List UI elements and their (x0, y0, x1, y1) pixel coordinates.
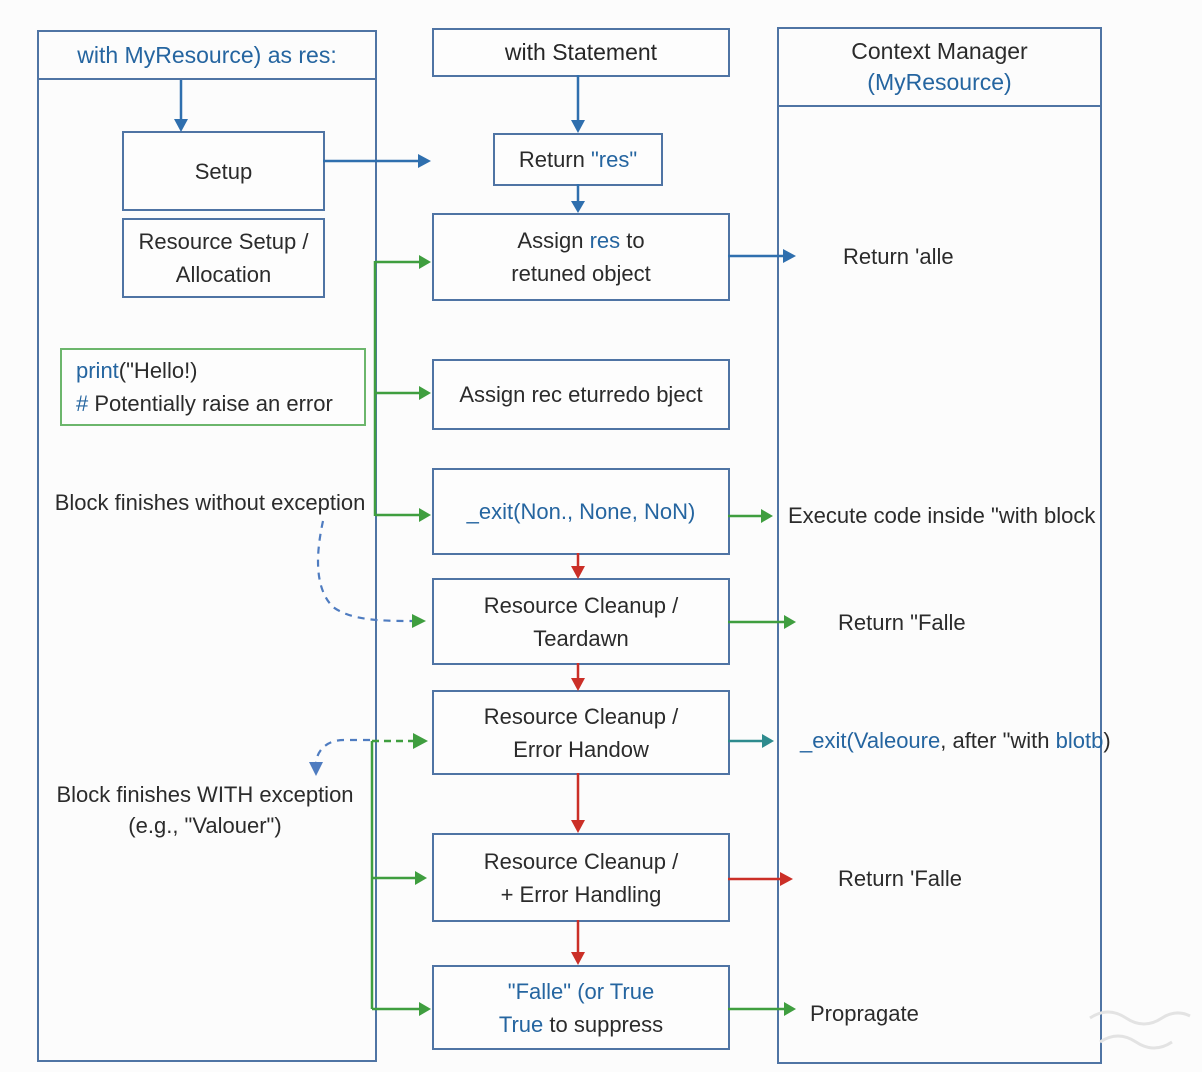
setup-label: Setup (194, 158, 253, 184)
watermark-squiggle (1089, 1010, 1191, 1050)
code-line-1: print("Hello!) (76, 354, 198, 387)
error-handow-line1: Resource Cleanup / (483, 703, 679, 729)
exit-valeoure-a: _exit(Valeoure (800, 728, 941, 753)
teardown-line1: Resource Cleanup / (483, 592, 679, 618)
teardown-box: Resource Cleanup / Teardawn (432, 578, 730, 665)
assign-res-line1: Assign res to (517, 224, 644, 257)
code-line-2: # Potentially raise an error (76, 387, 333, 420)
res-token: res (589, 228, 621, 253)
falle-line2: True to suppress (499, 1008, 663, 1041)
print-keyword: print (76, 358, 119, 383)
lane-context-manager-title: Context Manager (851, 38, 1028, 64)
lane-context-manager-header: Context Manager (MyResource) (779, 29, 1100, 107)
error-handow-line2: Error Handow (513, 736, 649, 762)
exit-valeoure-c: blotb (1055, 728, 1104, 753)
resource-setup-box: Resource Setup / Allocation (122, 218, 325, 298)
print-arg: ("Hello!) (118, 358, 198, 383)
exit-valeoure-b: , after "with (940, 728, 1056, 753)
resource-setup-line2: Allocation (175, 262, 272, 287)
error-handling-line2: + Error Handling (500, 881, 662, 907)
label-execute-code: Execute code inside "with block (788, 503, 1096, 528)
teal-arrow (728, 734, 774, 748)
comment-text: Potentially raise an error (88, 391, 333, 416)
label-exit-valeoure: _exit(Valeoure, after "with blotb) (800, 725, 1111, 756)
annotation-no-exception: Block finishes without exception (54, 490, 366, 515)
assign-rec-box: Assign rec eturredo bject (432, 359, 730, 430)
setup-box: Setup (122, 131, 325, 211)
annotation-with-exception: Block finishes WITH exception (e.g., "Va… (40, 779, 370, 841)
true-token: True (498, 1011, 544, 1037)
with-statement-title: with Statement (504, 39, 658, 65)
exit-valeoure-d: ) (1103, 728, 1111, 753)
code-snippet-box: print("Hello!) # Potentially raise an er… (60, 348, 366, 426)
falle-box: "Falle" (or True True to suppress (432, 965, 730, 1050)
suppress-text: to suppress (543, 1011, 664, 1037)
teardown-line2: Teardawn (533, 625, 629, 651)
assign-res-line2: retuned object (511, 261, 651, 286)
lane-context-manager: Context Manager (MyResource) (777, 27, 1102, 1064)
lane-with-resource-header: with MyResource) as res: (39, 32, 375, 80)
error-handling-box: Resource Cleanup / + Error Handling (432, 833, 730, 922)
return-res-label: Return "res" (519, 143, 637, 176)
resource-setup-line1: Resource Setup / (138, 229, 309, 254)
return-res-value: "res" (590, 147, 638, 172)
to-word: to (620, 228, 645, 253)
assign-word: Assign (517, 228, 590, 253)
label-return-falle-2: Return 'Falle (838, 866, 963, 891)
comment-hash: # (76, 391, 89, 416)
lane-context-manager-subtitle: (MyResource) (867, 69, 1012, 95)
falle-line1: "Falle" (or True (507, 978, 655, 1004)
assign-res-box: Assign res to retuned object (432, 213, 730, 301)
with-exception-line2: (e.g., "Valouer") (128, 813, 282, 838)
label-return-alle: Return 'alle (843, 244, 954, 269)
exit-none-label: _exit(Non., None, NoN) (466, 499, 696, 524)
return-res-word: Return (518, 147, 591, 172)
return-res-box: Return "res" (493, 133, 663, 186)
exit-none-box: _exit(Non., None, NoN) (432, 468, 730, 555)
error-handling-line1: Resource Cleanup / (483, 848, 679, 874)
lane-with-resource-title: with MyResource) as res: (77, 41, 337, 68)
label-return-falle: Return "Falle (838, 610, 966, 635)
with-statement-header: with Statement (432, 28, 730, 77)
with-exception-line1: Block finishes WITH exception (56, 782, 354, 807)
assign-rec-label: Assign rec eturredo bject (459, 382, 703, 407)
label-propragate: Propragate (810, 1001, 919, 1026)
error-handow-box: Resource Cleanup / Error Handow (432, 690, 730, 775)
